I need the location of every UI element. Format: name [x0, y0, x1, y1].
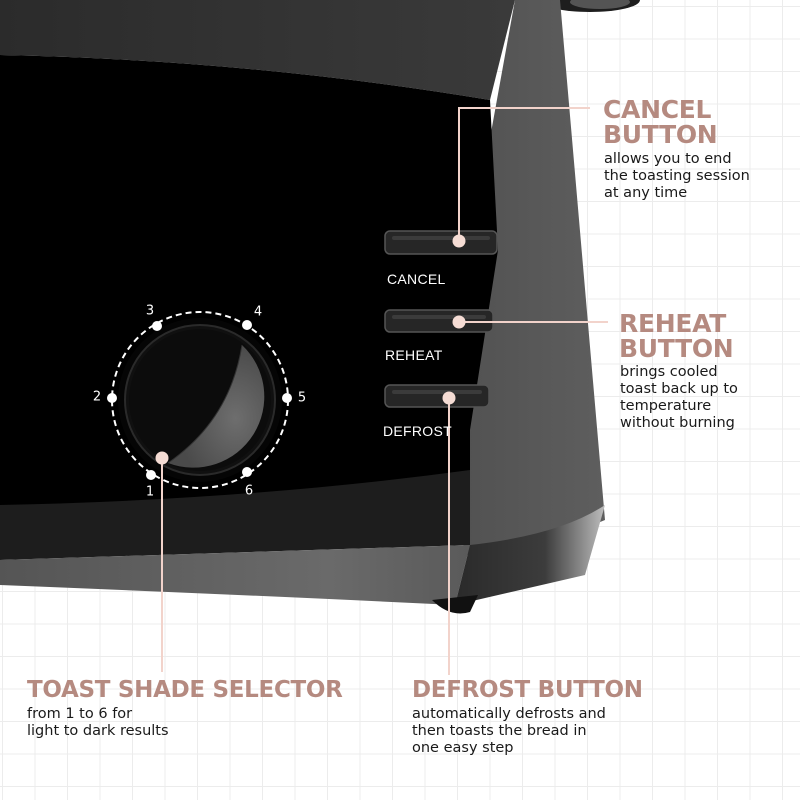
defrost-button-label: DEFROST [383, 423, 452, 439]
toast-shade-callout-description: from 1 to 6 for light to dark results [27, 706, 169, 739]
dial-number-1: 1 [145, 484, 155, 500]
cancel-callout-title: CANCEL BUTTON [603, 95, 718, 149]
dial-number-4: 4 [253, 304, 263, 320]
cancel-callout-description: allows you to end the toasting session a… [604, 151, 750, 201]
defrost-callout-description: automatically defrosts and then toasts t… [412, 706, 606, 756]
toast-shade-callout-title: TOAST SHADE SELECTOR [27, 677, 343, 703]
defrost-button-shape [384, 384, 490, 408]
defrost-callout-title: DEFROST BUTTON [412, 677, 643, 703]
reheat-button-label: REHEAT [385, 347, 443, 363]
reheat-callout-title: REHEAT BUTTON [619, 309, 734, 363]
dial-number-2: 2 [92, 389, 102, 405]
dial-number-6: 6 [244, 483, 254, 499]
dial-number-5: 5 [297, 390, 307, 406]
dial-number-3: 3 [145, 303, 155, 319]
cancel-button-shape [384, 230, 498, 255]
reheat-callout-description: brings cooled toast back up to temperatu… [620, 364, 738, 431]
cancel-button-label: CANCEL [387, 271, 446, 287]
